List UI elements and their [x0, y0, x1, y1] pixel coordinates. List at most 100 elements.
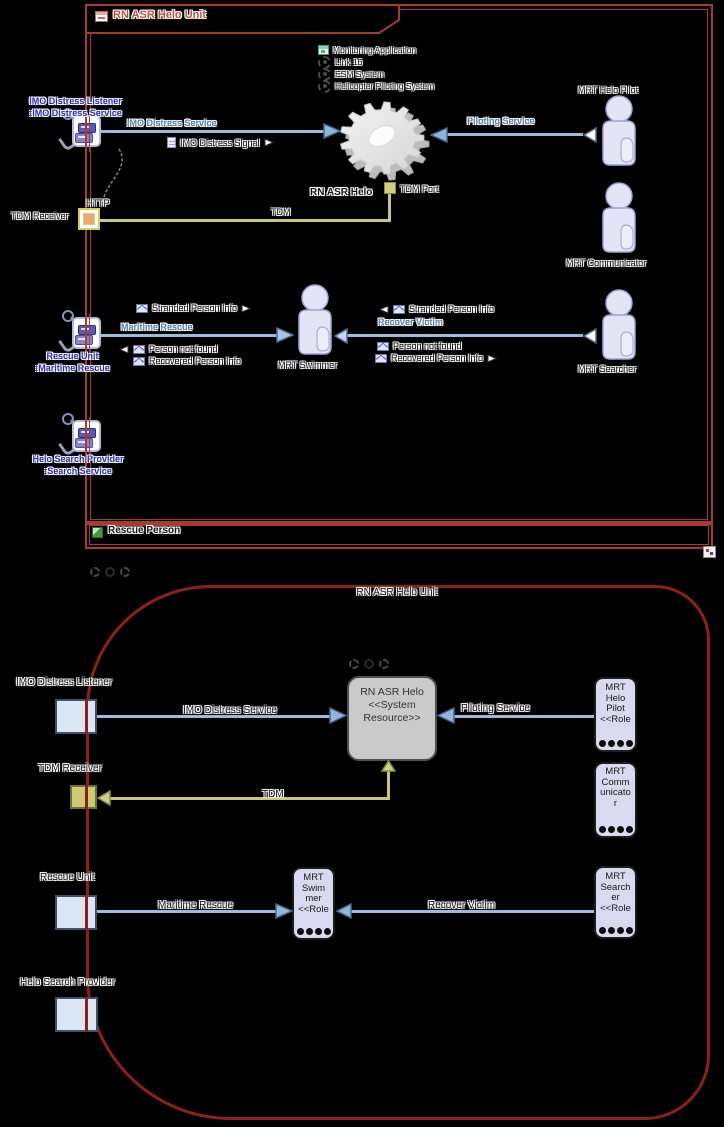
- rescue-person-bar[interactable]: [85, 521, 713, 549]
- rescue-person-icon: [92, 527, 103, 538]
- imo-component-label: IMO Distress Listener :IMO Distress Serv…: [29, 96, 122, 118]
- legend-item: Monitoring Application: [318, 44, 434, 56]
- open-triangle-left: [583, 127, 597, 143]
- imo-distress-service-label: IMO Distress Service: [127, 118, 217, 128]
- maritime-rescue-label: Maritime Rescue: [158, 900, 234, 911]
- gear-icon: [318, 55, 331, 69]
- recovered-info-message: Recovered Person Info: [133, 356, 241, 366]
- piloting-service-connector[interactable]: [447, 133, 583, 136]
- envelope-icon: [133, 344, 145, 354]
- swimmer-actor[interactable]: [291, 284, 339, 360]
- http-label: HTTP: [86, 198, 110, 208]
- recovered-info-message-2: Recovered Person Info: [375, 353, 498, 363]
- maritime-rescue-connector[interactable]: [97, 910, 277, 913]
- resize-corner-icon[interactable]: [703, 546, 716, 558]
- envelope-icon: [393, 304, 405, 314]
- system-gear-icon[interactable]: [334, 98, 434, 186]
- recover-victim-label: Recover Victim: [378, 317, 443, 327]
- stranded-info-message: Stranded Person Info: [136, 303, 252, 313]
- imo-distress-service-label: IMO Distress Service: [183, 705, 277, 716]
- role-dots: [596, 826, 635, 833]
- envelope-icon: [133, 356, 145, 366]
- bottom-frame-title: RN ASR Helo Unit: [356, 587, 438, 598]
- window-icon: [318, 45, 329, 55]
- direction-left-icon: [379, 304, 389, 314]
- tdm-receiver-port[interactable]: [70, 785, 97, 809]
- top-frame-title-tab[interactable]: [85, 4, 403, 35]
- gear-label: RN ASR Helo: [310, 187, 373, 198]
- olive-arrowhead-left: [97, 790, 111, 806]
- imo-port-label: IMO Distress Listener: [16, 677, 113, 688]
- piloting-service-connector[interactable]: [454, 715, 594, 718]
- open-triangle-left: [583, 328, 597, 344]
- search-component-label: Helo Search Provider :Search Service: [32, 454, 124, 476]
- recover-victim-connector[interactable]: [347, 334, 583, 337]
- helo-pilot-actor[interactable]: [595, 95, 643, 171]
- rescue-component-label: Rescue Unit :Maritime Rescue: [35, 351, 110, 373]
- arrowhead-left: [430, 127, 448, 143]
- imo-distress-signal-message: IMO Distress Signal: [167, 137, 274, 148]
- rescue-component-icon[interactable]: [58, 310, 104, 354]
- recover-victim-connector[interactable]: [351, 910, 594, 913]
- tdm-port-square[interactable]: [384, 182, 396, 194]
- tdm-receiver-square[interactable]: [78, 208, 100, 230]
- helo-pilot-label: MRT Helo Pilot: [578, 85, 639, 95]
- arrowhead-left: [334, 328, 348, 344]
- rescue-port[interactable]: [55, 895, 97, 930]
- maritime-rescue-connector[interactable]: [101, 334, 277, 337]
- swimmer-label: MRT Swimmer: [278, 360, 338, 370]
- gear-icon: [318, 79, 331, 93]
- role-dots: [596, 927, 635, 934]
- search-port[interactable]: [55, 997, 98, 1032]
- gear-icon: [318, 67, 331, 81]
- piloting-service-label: Piloting Service: [467, 116, 535, 126]
- imo-distress-service-connector[interactable]: [97, 715, 331, 718]
- document-icon: [167, 137, 176, 148]
- rescue-port-label: Rescue Unit: [40, 872, 95, 883]
- magnifier-icon: [62, 310, 74, 322]
- legend: Monitoring Application Link 16 ESM Syste…: [318, 44, 434, 93]
- tdm-label: TDM: [271, 207, 291, 217]
- searcher-role-box[interactable]: MRT Search er <<Role: [594, 866, 637, 939]
- arrowhead-right: [275, 903, 293, 919]
- bottom-frame[interactable]: [86, 585, 710, 1120]
- maritime-rescue-label: Maritime Rescue: [121, 322, 193, 332]
- tdm-label: TDM: [262, 789, 284, 800]
- arrowhead-right: [323, 123, 341, 139]
- imo-port[interactable]: [55, 699, 97, 734]
- tdm-receiver-label: TDM Receiver: [38, 763, 102, 774]
- communicator-actor[interactable]: [595, 182, 643, 258]
- piloting-service-label: Piloting Service: [461, 703, 530, 714]
- direction-left-icon: [119, 344, 129, 354]
- olive-arrowhead-up: [381, 760, 396, 772]
- helo-pilot-role-box[interactable]: MRT Helo Pilot <<Role: [594, 677, 637, 752]
- arrowhead-left: [437, 707, 455, 724]
- person-not-found-message-2: Person not found: [377, 341, 462, 351]
- envelope-icon: [375, 353, 387, 363]
- direction-right-icon: [264, 138, 274, 147]
- system-resource-box[interactable]: RN ASR Helo <<System Resource>>: [347, 676, 437, 761]
- searcher-actor[interactable]: [595, 289, 643, 365]
- search-component-icon[interactable]: [58, 413, 104, 457]
- diagram-indicator-circles[interactable]: [90, 567, 130, 577]
- tdm-connector[interactable]: [100, 219, 391, 222]
- communicator-role-box[interactable]: MRT Comm unicato r: [594, 762, 637, 838]
- role-dots: [596, 740, 635, 747]
- direction-right-icon: [487, 353, 498, 363]
- direction-right-icon: [241, 303, 252, 313]
- arrowhead-right: [276, 327, 294, 343]
- dashed-link: [101, 148, 123, 206]
- rescue-person-label: Rescue Person: [108, 525, 181, 536]
- communicator-label: MRT Communicator: [566, 258, 647, 268]
- imo-distress-service-connector[interactable]: [101, 130, 326, 133]
- swimmer-role-box[interactable]: MRT Swim mer <<Role: [292, 867, 335, 940]
- tdm-connector[interactable]: [387, 770, 390, 800]
- legend-item: Link 16: [318, 55, 434, 69]
- magnifier-icon: [62, 108, 74, 120]
- tdm-connector[interactable]: [388, 193, 391, 222]
- envelope-icon: [136, 303, 148, 313]
- person-not-found-message: Person not found: [119, 344, 218, 354]
- diagram-indicator-circles[interactable]: [349, 659, 389, 669]
- tdm-connector[interactable]: [109, 797, 390, 800]
